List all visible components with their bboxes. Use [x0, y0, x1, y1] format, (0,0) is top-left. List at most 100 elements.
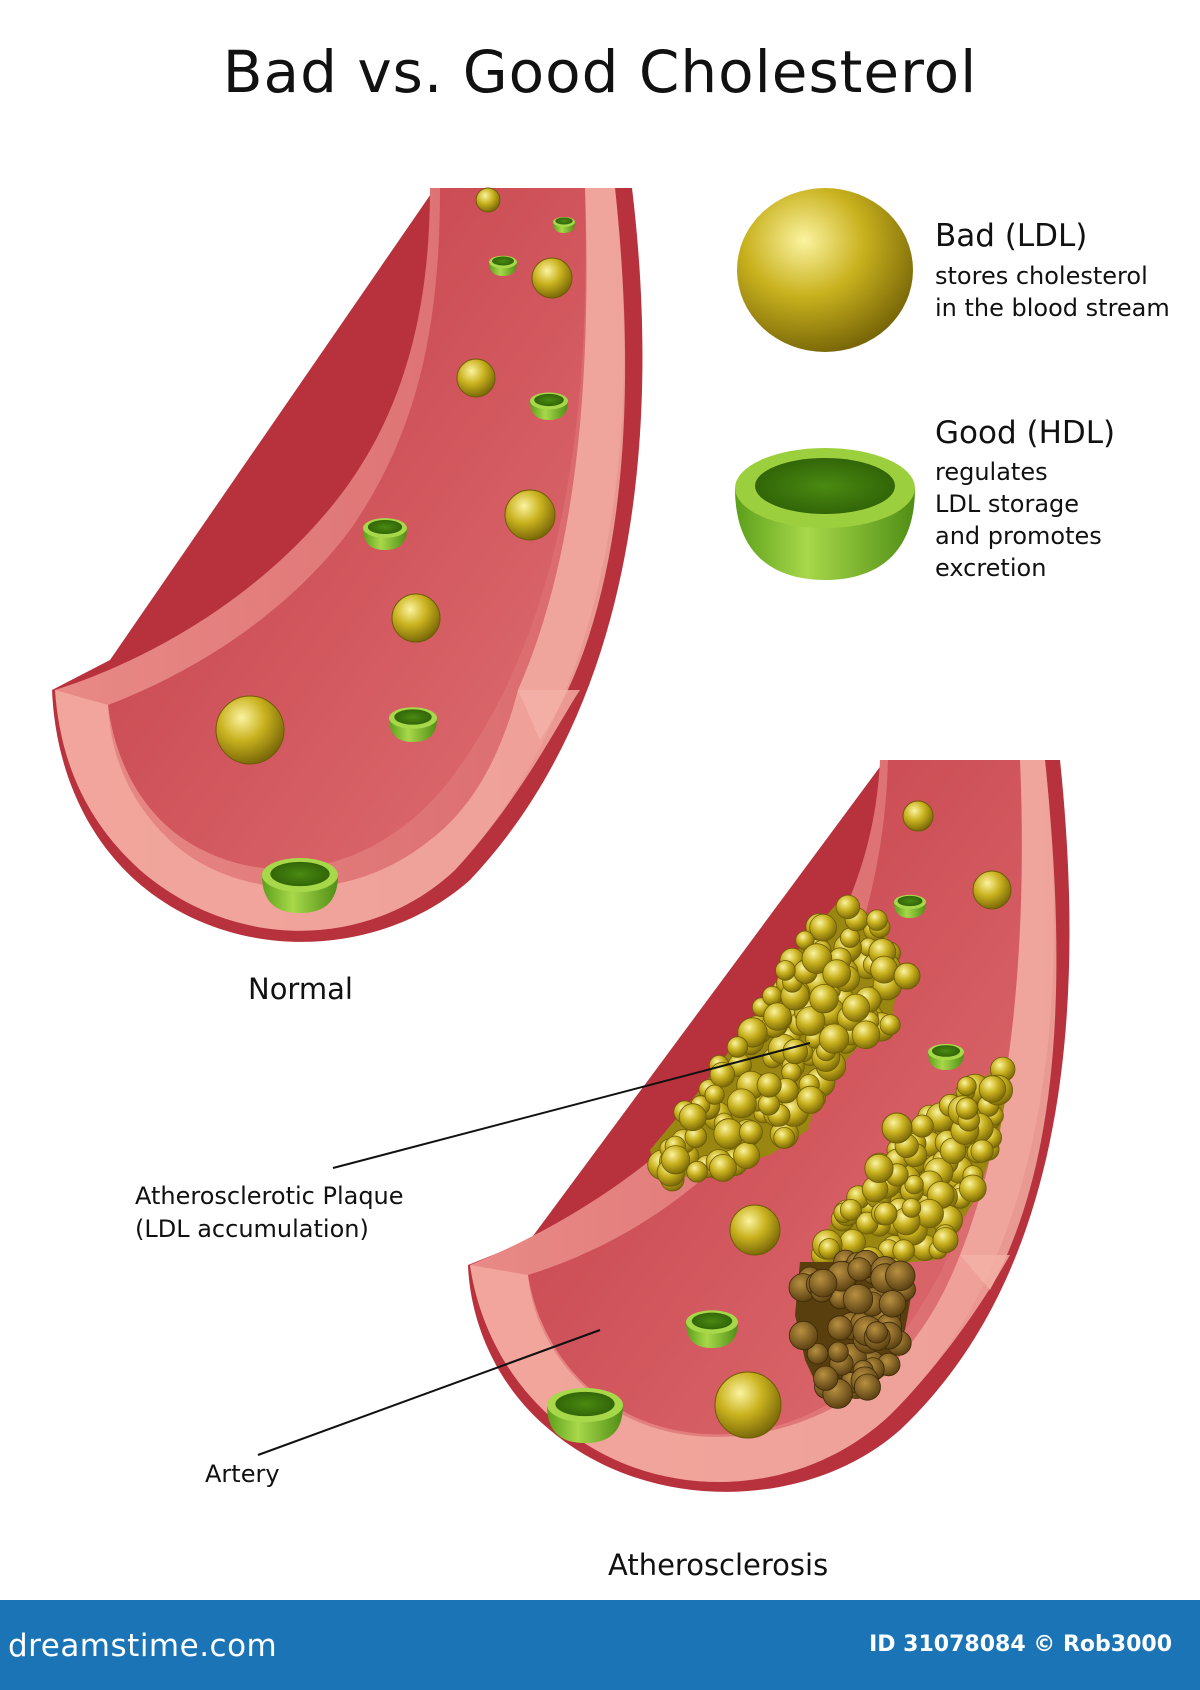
- plaque-deposit: [647, 894, 1016, 1409]
- ldl-particle: [972, 870, 1012, 910]
- hdl-heading: Good (HDL): [935, 415, 1116, 451]
- plaque-particle: [773, 1127, 796, 1149]
- plaque-particle: [892, 1239, 915, 1262]
- old-plaque-particle: [885, 1260, 916, 1292]
- page-title: Bad vs. Good Cholesterol: [222, 38, 978, 106]
- footer-id: ID 31078084 © Rob3000: [869, 1632, 1172, 1657]
- ldl-particle: [893, 962, 921, 990]
- hdl-line: excretion: [935, 554, 1047, 582]
- plaque-particle: [904, 1174, 924, 1195]
- plaque-particle: [978, 1075, 1007, 1103]
- plaque-particle: [733, 1142, 761, 1170]
- atherosclerosis-label: Atherosclerosis: [608, 1548, 829, 1582]
- plaque-particle: [839, 1199, 862, 1221]
- old-plaque-particle: [827, 1315, 853, 1341]
- ldl-particle: [531, 257, 573, 299]
- plaque-particle: [809, 984, 839, 1014]
- old-plaque-particle: [788, 1320, 819, 1351]
- artery-callout: Artery: [205, 1460, 280, 1488]
- hdl-particle: [489, 255, 517, 276]
- plaque-particle: [970, 1139, 994, 1163]
- hdl-particle: [262, 857, 338, 913]
- hdl-particle: [686, 1310, 738, 1348]
- hdl-particle: [389, 707, 437, 742]
- plaque-particle: [901, 1198, 922, 1218]
- old-plaque-particle: [865, 1321, 888, 1344]
- plaque-particle: [818, 1238, 840, 1260]
- plaque-particle: [763, 1002, 792, 1031]
- ldl-legend-icon: [737, 188, 913, 352]
- footer-brand[interactable]: dreamstime.com: [8, 1628, 278, 1664]
- ldl-description: stores cholesterol in the blood stream: [935, 260, 1170, 324]
- old-plaque-particle: [808, 1268, 838, 1298]
- plaque-particle: [678, 1103, 707, 1132]
- plaque-particle: [851, 1020, 881, 1050]
- ldl-particle: [881, 1112, 913, 1144]
- footer-bar: dreamstime.com ID 31078084 © Rob3000: [0, 1600, 1200, 1690]
- ldl-heading: Bad (LDL): [935, 218, 1088, 254]
- plaque-particle: [864, 1153, 894, 1184]
- ldl-particle: [729, 1204, 781, 1256]
- hdl-line: and promotes: [935, 522, 1102, 550]
- plaque-particle: [958, 1174, 987, 1203]
- ldl-particle: [902, 800, 934, 832]
- normal-label: Normal: [248, 972, 353, 1006]
- ldl-particle: [504, 489, 556, 541]
- plaque-callout: Atherosclerotic Plaque (LDL accumulation…: [135, 1180, 404, 1246]
- old-plaque-particle: [813, 1365, 839, 1391]
- plaque-particle: [756, 1072, 782, 1098]
- hdl-legend-icon: [735, 448, 915, 580]
- particles: [215, 187, 1012, 1443]
- old-plaque-particle: [847, 1257, 872, 1282]
- plaque-pointer-line: [332, 1042, 811, 1169]
- plaque-particle: [874, 1202, 898, 1226]
- plaque-particle: [726, 1036, 749, 1058]
- plaque-particle: [739, 1120, 763, 1145]
- plaque-particle: [726, 1088, 757, 1119]
- plaque-particle: [801, 943, 833, 974]
- plaque-particle: [866, 909, 888, 931]
- plaque-particle: [822, 959, 851, 988]
- plaque-particle: [704, 1084, 725, 1105]
- ldl-particle: [475, 187, 501, 213]
- plaque-callout-line: (LDL accumulation): [135, 1215, 369, 1243]
- hdl-line: LDL storage: [935, 490, 1080, 518]
- plaque-particle: [795, 1006, 826, 1036]
- hdl-description: regulates LDL storage and promotes excre…: [935, 456, 1102, 584]
- old-plaque-particle: [842, 1283, 874, 1315]
- plaque-particle: [841, 993, 871, 1022]
- ldl-line: stores cholesterol: [935, 262, 1148, 290]
- plaque-particle: [818, 1023, 850, 1054]
- ldl-particle: [714, 1371, 782, 1439]
- hdl-particle: [894, 894, 926, 918]
- ldl-particle: [391, 593, 441, 643]
- old-plaque-particle: [853, 1373, 881, 1401]
- plaque-callout-line: Atherosclerotic Plaque: [135, 1182, 404, 1210]
- old-plaque-particle: [878, 1290, 907, 1318]
- old-plaque-particle: [827, 1341, 849, 1363]
- plaque-particle: [782, 1038, 809, 1065]
- hdl-particle: [363, 518, 407, 550]
- normal-artery: [52, 188, 643, 942]
- plaque-particle: [955, 1097, 979, 1120]
- hdl-particle: [553, 217, 575, 233]
- plaque-particle: [956, 1076, 977, 1097]
- hdl-particle: [547, 1387, 623, 1443]
- plaque-particle: [910, 1114, 934, 1138]
- plaque-particle: [686, 1160, 708, 1183]
- hdl-particle: [530, 392, 568, 420]
- plaque-particle: [775, 960, 796, 981]
- plaque-particle: [835, 894, 861, 920]
- ldl-particle: [456, 358, 496, 398]
- plaque-particle: [660, 1145, 691, 1175]
- plaque-particle: [870, 955, 898, 984]
- ldl-line: in the blood stream: [935, 294, 1170, 322]
- artery-pointer-line: [257, 1329, 601, 1456]
- plaque-particle: [879, 1014, 901, 1036]
- plaque-particle: [709, 1154, 737, 1182]
- plaque-particle: [809, 913, 837, 942]
- ldl-particle: [215, 695, 285, 765]
- plaque-particle: [796, 1085, 825, 1114]
